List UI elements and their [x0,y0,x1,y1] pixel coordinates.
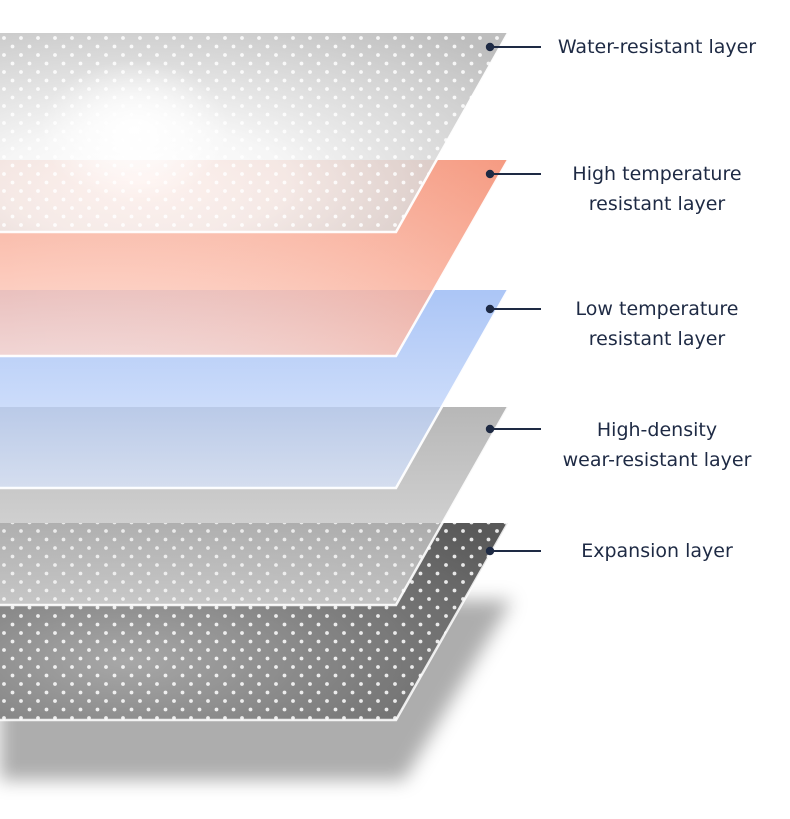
label-density: High-density wear-resistant layer [532,415,782,475]
layer-water [0,32,510,234]
label-expansion: Expansion layer [532,536,782,566]
label-hightemp-line-1: High temperature [572,163,742,185]
layer-water-edge [0,32,510,234]
layer-hightemp-edge [0,159,510,358]
leader-density [485,424,541,434]
label-lowtemp: Low temperature resistant layer [532,294,782,354]
leader-expansion-dot-icon [485,546,495,556]
leader-expansion [485,546,541,556]
layer-lowtemp-edge [0,289,510,490]
label-lowtemp-line-1: Low temperature [575,298,739,320]
label-density-line-1: High-density [596,419,718,441]
leader-hightemp [485,169,541,179]
label-hightemp-line-2: resistant layer [588,193,726,215]
leader-hightemp-dot-icon [485,169,495,179]
label-hightemp: High temperature resistant layer [532,159,782,219]
layer-density-dots-band [0,523,441,605]
label-expansion-line-1: Expansion layer [581,540,733,562]
label-lowtemp-line-2: resistant layer [588,328,726,350]
leader-lowtemp-dot-icon [485,304,495,314]
layer-water-highlight [40,60,230,200]
leader-water [485,42,541,52]
leader-lowtemp [485,304,541,314]
label-water: Water-resistant layer [532,32,782,62]
label-density-line-2: wear-resistant layer [562,449,752,471]
layer-density-edge [0,406,510,607]
layer-expansion-edge [0,522,510,722]
label-water-line-1: Water-resistant layer [557,36,757,58]
leader-density-dot-icon [485,424,495,434]
leader-water-dot-icon [485,42,495,52]
